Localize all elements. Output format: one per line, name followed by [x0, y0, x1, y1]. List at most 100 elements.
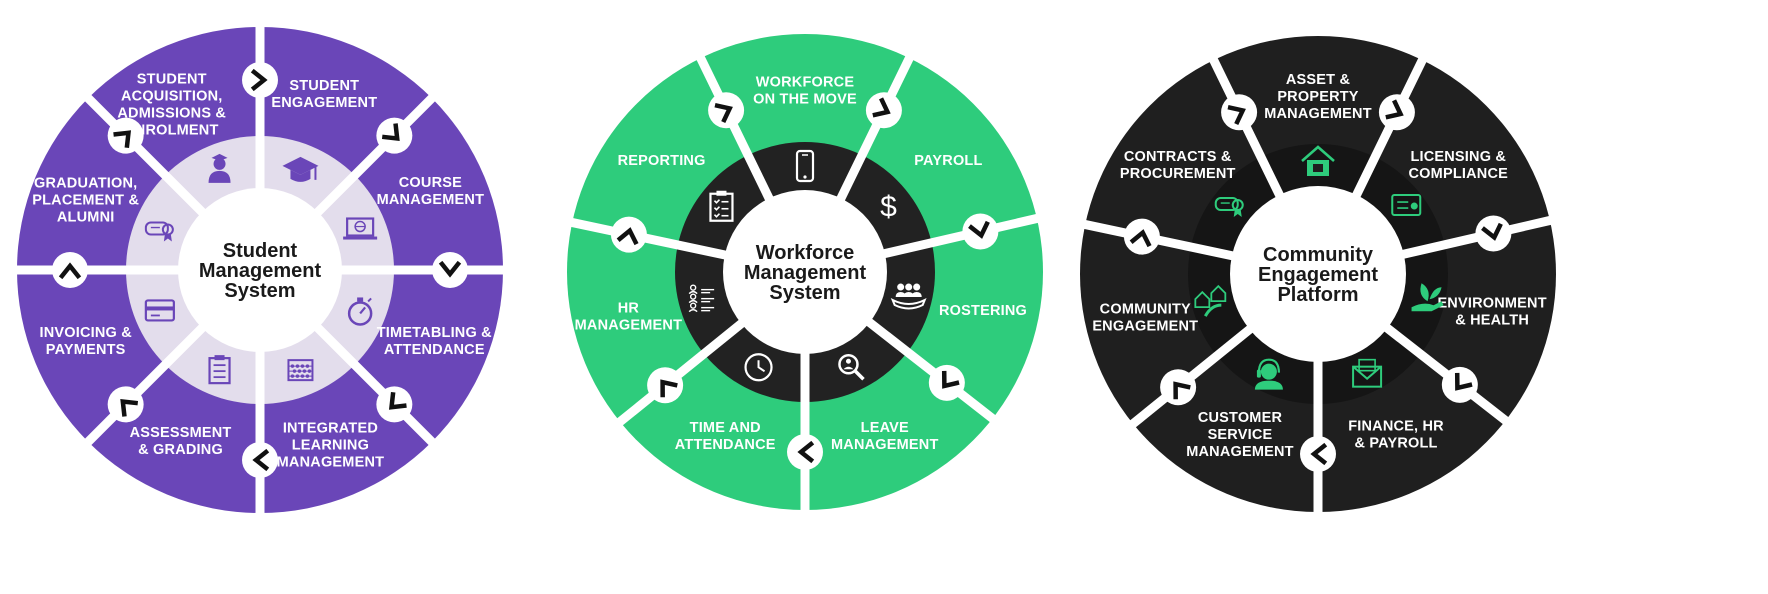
wms-segment-label-line: WORKFORCE — [756, 75, 855, 91]
wms-segment-label-line: ROSTERING — [939, 303, 1027, 319]
cep-segment-label-line: MANAGEMENT — [1186, 444, 1294, 460]
chevron-icon — [376, 386, 413, 423]
cep-segment[interactable]: LICENSING &COMPLIANCE — [1391, 149, 1509, 217]
sms-segment-label-line: ENGAGEMENT — [271, 95, 377, 111]
wms-segment-label-line: PAYROLL — [914, 153, 982, 169]
sms-segment-label-line: INVOICING & — [39, 325, 132, 341]
chevron-icon — [610, 216, 647, 253]
sms-center — [178, 188, 342, 352]
cep-segment-label-line: ENGAGEMENT — [1092, 319, 1198, 335]
plant-hand-icon — [1411, 283, 1444, 312]
sms-center-title-line: System — [224, 280, 295, 302]
sms-segment-label-line: & GRADING — [138, 442, 223, 458]
wms-segment[interactable]: PAYROLL$ — [880, 153, 982, 224]
wms-segment-label-line: ATTENDANCE — [675, 437, 776, 453]
wms-segment[interactable]: REPORTING — [618, 153, 734, 222]
cep-segment-label-line: ASSET & — [1286, 72, 1351, 88]
cep-segment-label-line: & HEALTH — [1455, 313, 1529, 329]
wms-divider — [865, 317, 999, 425]
sms-segment-label-line: STUDENT — [289, 78, 359, 94]
cep-segment[interactable]: ENVIRONMENT& HEALTH — [1411, 283, 1547, 329]
sms-segment-label: INVOICING &PAYMENTS — [39, 325, 132, 358]
chevron-icon — [647, 367, 684, 404]
sms-segment-label-line: GRADUATION, — [34, 176, 137, 192]
chevron-icon — [928, 364, 965, 401]
sms-center-title-line: Management — [199, 260, 322, 282]
cep-segment-label-line: FINANCE, HR — [1348, 418, 1444, 434]
sms-segment-label-line: PAYMENTS — [46, 342, 126, 358]
houses-road-icon — [1194, 284, 1227, 317]
search-person-icon — [838, 354, 865, 381]
wms-segment-label-line: ON THE MOVE — [753, 92, 857, 108]
sms-segment[interactable]: TIMETABLING &ATTENDANCE — [347, 297, 492, 358]
wms-divider — [567, 217, 728, 260]
sms-segment[interactable]: ASSESSMENT& GRADING — [130, 355, 232, 458]
abacus-icon — [287, 359, 314, 382]
wms-divider — [614, 318, 746, 428]
graduation-cap-icon — [282, 156, 319, 182]
chevron-icon — [962, 213, 999, 250]
stopwatch-icon — [347, 297, 373, 326]
cep-segment-label-line: CONTRACTS & — [1124, 149, 1232, 165]
sms-segment-label-line: COURSE — [399, 175, 462, 191]
cep-segment-label-line: & PAYROLL — [1354, 435, 1437, 451]
sms-segment-label-line: INTEGRATED — [283, 420, 378, 436]
sms-center-title-line: Student — [223, 240, 298, 262]
chevron-icon — [1221, 94, 1258, 131]
sms-segment-label-line: ASSESSMENT — [130, 425, 232, 441]
sms-segment-label-line: ADMISSIONS & — [117, 106, 226, 122]
cep-segment[interactable]: CONTRACTS &PROCUREMENT — [1120, 149, 1244, 218]
wms-segment-label: ROSTERING — [939, 303, 1027, 319]
license-card-icon — [1391, 194, 1422, 217]
wms-segment-label: REPORTING — [618, 153, 706, 169]
wms-segment[interactable]: ROSTERING — [890, 283, 1027, 319]
wms-divider — [694, 52, 774, 203]
sms-segment-label-line: STUDENT — [137, 72, 207, 88]
cep-segment-label: FINANCE, HR& PAYROLL — [1348, 418, 1444, 451]
wms-divider — [836, 52, 916, 203]
chevron-icon — [107, 386, 144, 423]
cep-segment-label-line: CUSTOMER — [1198, 410, 1283, 426]
cep-segment-label: ENVIRONMENT& HEALTH — [1437, 296, 1546, 329]
sms-divider — [313, 323, 438, 448]
cep-segment-label: LICENSING &COMPLIANCE — [1409, 149, 1509, 182]
chevron-icon — [708, 92, 745, 129]
cep-segment-label-line: MANAGEMENT — [1264, 106, 1372, 122]
sms-segment[interactable]: GRADUATION,PLACEMENT &ALUMNI — [32, 176, 174, 242]
wms-segment-label-line: HR — [618, 301, 640, 317]
wms-segment-label-line: TIME AND — [690, 420, 761, 436]
wms-center — [723, 190, 887, 354]
chevron-icon — [242, 442, 278, 478]
sms-segment-label-line: ACQUISITION, — [121, 89, 223, 105]
wms-divider — [881, 213, 1042, 259]
sms-segment[interactable]: INVOICING &PAYMENTS — [39, 299, 175, 358]
cep-segment[interactable]: FINANCE, HR& PAYROLL — [1348, 358, 1444, 452]
sms-segment-label-line: LEARNING — [292, 437, 369, 453]
sms-segment-label: ASSESSMENT& GRADING — [130, 425, 232, 458]
team-hands-icon — [890, 283, 927, 310]
clipboard-checklist-icon — [709, 190, 734, 222]
cep-segment-label-line: ENVIRONMENT — [1437, 296, 1546, 312]
cep-segment-label-line: SERVICE — [1208, 427, 1273, 443]
sms-segment-label: GRADUATION,PLACEMENT &ALUMNI — [32, 176, 139, 226]
sms-segment-label-line: TIMETABLING & — [377, 325, 492, 341]
